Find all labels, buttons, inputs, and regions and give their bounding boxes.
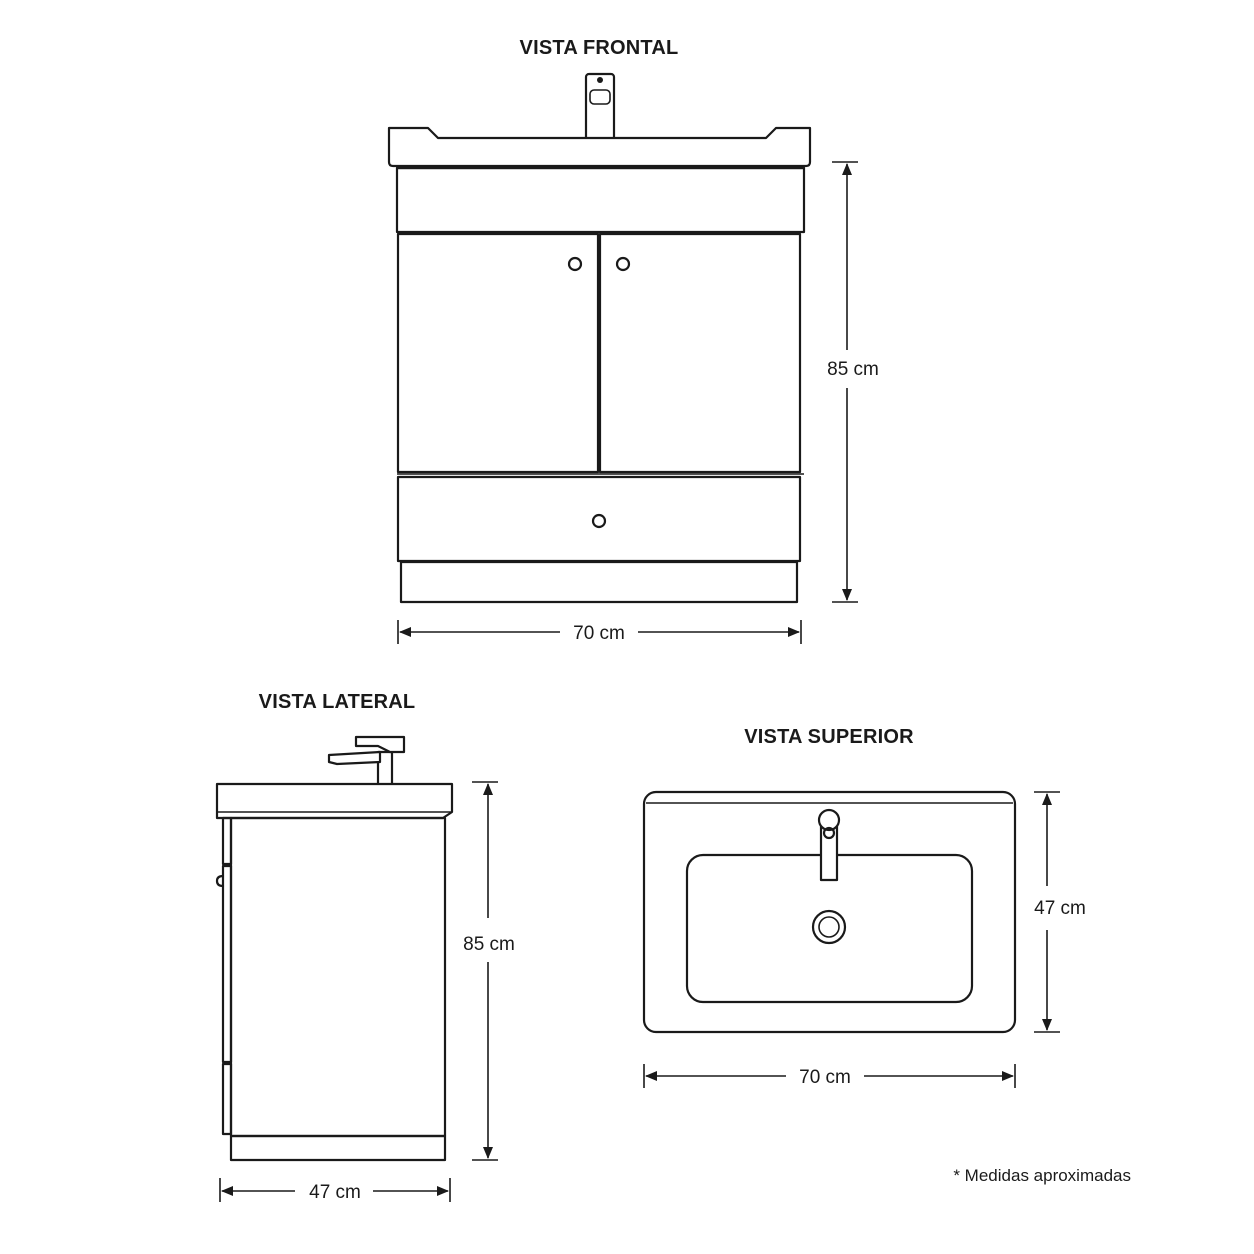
approximate-measures-note: * Medidas aproximadas [953,1166,1131,1185]
front-basin [387,126,812,168]
side-basin [215,782,454,820]
front-cabinet [395,166,806,604]
top-width-dimension: 70 cm [643,1064,1016,1088]
top-view-title: VISTA SUPERIOR [744,726,914,748]
front-width-dimension: 70 cm [397,620,802,644]
top-basin-outline [642,790,1017,1034]
side-plinth [229,1134,447,1162]
side-cabinet [215,816,447,1162]
left-door-knob [567,256,583,272]
front-faucet [584,72,616,142]
side-faucet [327,735,406,790]
front-height-label: 85 cm [827,359,879,380]
front-left-door [396,232,600,474]
front-view-title: VISTA FRONTAL [520,37,679,59]
top-drain [811,909,847,945]
side-door-knob [215,874,225,888]
top-width-label: 70 cm [799,1067,851,1088]
side-view-title: VISTA LATERAL [259,691,416,713]
front-view: VISTA FRONTAL 85 cm [387,37,879,644]
drawer-knob [591,513,607,529]
side-depth-label: 47 cm [309,1182,361,1203]
top-depth-label: 47 cm [1034,898,1086,919]
front-drawer [396,475,802,563]
top-view: VISTA SUPERIOR 47 cm 70 cm [642,726,1086,1088]
front-height-dimension: 85 cm [827,161,879,603]
side-view: VISTA LATERAL 85 cm [215,691,515,1203]
right-door-knob [615,256,631,272]
side-height-label: 85 cm [463,934,515,955]
top-faucet [817,808,841,882]
side-depth-dimension: 47 cm [219,1178,451,1203]
top-depth-dimension: 47 cm [1034,791,1086,1033]
side-height-dimension: 85 cm [463,781,515,1161]
front-right-door [598,232,802,474]
front-width-label: 70 cm [573,623,625,644]
front-plinth [399,560,799,604]
